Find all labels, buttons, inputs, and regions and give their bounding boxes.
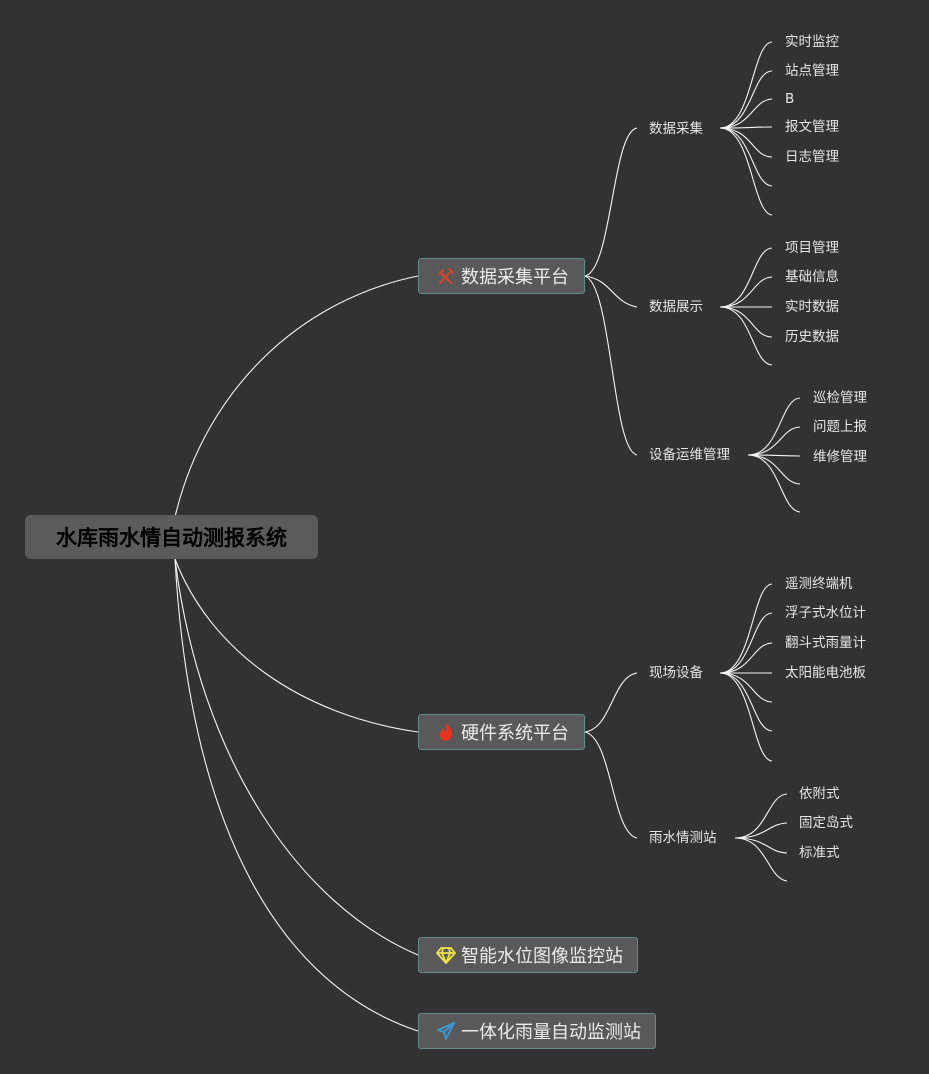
leaf-item[interactable]: 历史数据 <box>785 329 839 345</box>
leaf-item[interactable]: 浮子式水位计 <box>785 605 866 621</box>
branch-label: 一体化雨量自动监测站 <box>461 1022 641 1043</box>
leaf-item[interactable]: 太阳能电池板 <box>785 665 866 681</box>
branch-hardware-platform[interactable]: 硬件系统平台 <box>418 714 585 750</box>
node-equipment-maintenance[interactable]: 设备运维管理 <box>649 447 730 463</box>
leaf-item[interactable]: 维修管理 <box>813 449 867 465</box>
diamond-icon <box>436 945 456 965</box>
leaf-item[interactable]: 基础信息 <box>785 269 839 285</box>
leaf-item[interactable]: 遥测终端机 <box>785 576 853 592</box>
node-rain-water-station[interactable]: 雨水情测站 <box>649 830 717 846</box>
branch-label: 数据采集平台 <box>461 267 569 288</box>
branch-label: 硬件系统平台 <box>461 723 569 744</box>
root-node[interactable]: 水库雨水情自动测报系统 <box>25 515 318 559</box>
leaf-item[interactable]: 日志管理 <box>785 149 839 165</box>
leaf-item[interactable]: B <box>785 91 795 107</box>
leaf-item[interactable]: 问题上报 <box>813 419 867 435</box>
leaf-item[interactable]: 固定岛式 <box>799 815 853 831</box>
branch-data-collection-platform[interactable]: 数据采集平台 <box>418 258 585 294</box>
branch-integrated-rainfall-station[interactable]: 一体化雨量自动监测站 <box>418 1013 656 1049</box>
leaf-item[interactable]: 站点管理 <box>785 63 839 79</box>
paper-plane-icon <box>436 1021 456 1041</box>
leaf-item[interactable]: 实时监控 <box>785 34 839 50</box>
leaf-item[interactable]: 实时数据 <box>785 299 839 315</box>
leaf-item[interactable]: 依附式 <box>799 786 840 802</box>
leaf-item[interactable]: 标准式 <box>799 845 840 861</box>
leaf-item[interactable]: 巡检管理 <box>813 390 867 406</box>
branch-water-level-image-station[interactable]: 智能水位图像监控站 <box>418 937 638 973</box>
fire-icon <box>436 722 456 742</box>
node-field-equipment[interactable]: 现场设备 <box>649 665 703 681</box>
node-data-collection[interactable]: 数据采集 <box>649 121 703 137</box>
tools-icon <box>436 266 456 286</box>
leaf-item[interactable]: 翻斗式雨量计 <box>785 635 866 651</box>
node-data-display[interactable]: 数据展示 <box>649 299 703 315</box>
branch-label: 智能水位图像监控站 <box>461 946 623 967</box>
leaf-item[interactable]: 报文管理 <box>785 119 839 135</box>
root-label: 水库雨水情自动测报系统 <box>56 526 287 550</box>
leaf-item[interactable]: 项目管理 <box>785 240 839 256</box>
